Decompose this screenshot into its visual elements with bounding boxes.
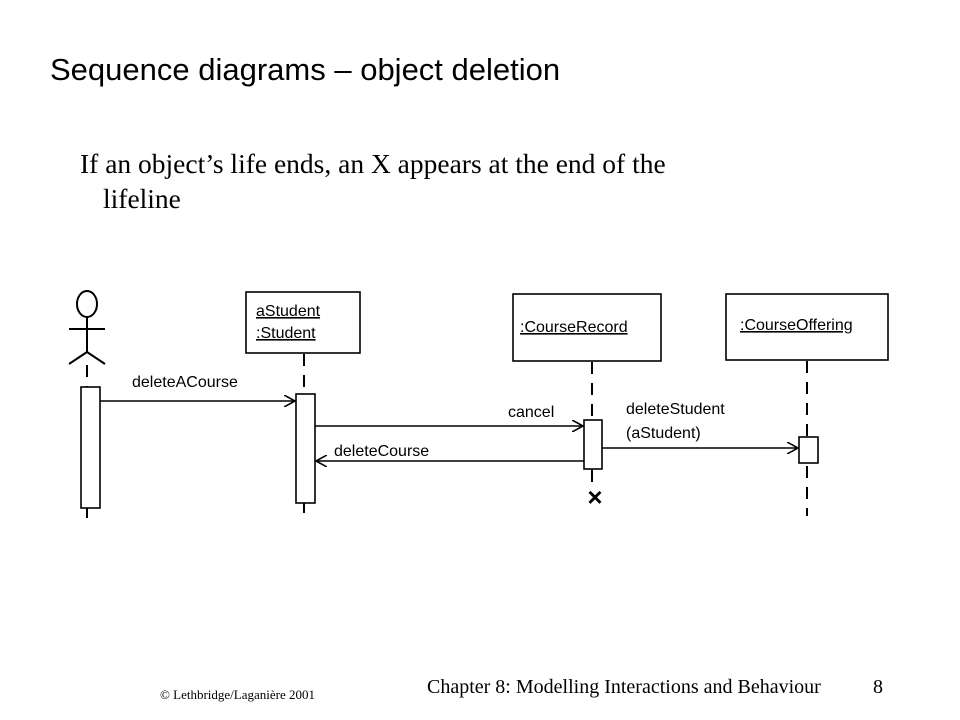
message-label-deletestudent-arg: (aStudent) bbox=[626, 425, 701, 442]
object-box-courserecord bbox=[512, 293, 662, 362]
footer-page-number: 8 bbox=[873, 676, 883, 698]
footer-copyright: © Lethbridge/Laganière 2001 bbox=[160, 687, 315, 702]
message-label-deletestudent: deleteStudent bbox=[626, 401, 725, 418]
object-label-courserecord: :CourseRecord bbox=[520, 319, 628, 336]
actor-head bbox=[76, 290, 98, 318]
message-label-cancel: cancel bbox=[508, 404, 554, 421]
object-label-astudent-class: :Student bbox=[256, 325, 316, 342]
activation-actor bbox=[80, 386, 101, 509]
bullet-line-1: If an object’s life ends, an X appears a… bbox=[80, 148, 666, 179]
message-label-deleteacourse: deleteACourse bbox=[132, 374, 238, 391]
object-label-courseoffering: :CourseOffering bbox=[740, 317, 853, 334]
object-box-courseoffering bbox=[725, 293, 889, 361]
message-label-deletecourse: deleteCourse bbox=[334, 443, 429, 460]
destruction-x-mark: × bbox=[587, 482, 602, 512]
slide-title: Sequence diagrams – object deletion bbox=[50, 52, 561, 87]
object-box-astudent bbox=[245, 291, 361, 354]
footer-chapter-title: Chapter 8: Modelling Interactions and Be… bbox=[427, 676, 821, 698]
activation-astudent bbox=[295, 393, 316, 504]
object-courseoffering: :CourseOffering bbox=[725, 293, 889, 361]
activation-courseoffering bbox=[798, 436, 819, 464]
object-label-astudent-name: aStudent bbox=[256, 303, 321, 320]
object-astudent: aStudent :Student bbox=[245, 291, 361, 354]
object-courserecord: :CourseRecord bbox=[512, 293, 662, 362]
bullet-line-2: lifeline bbox=[103, 183, 181, 214]
actor-left-leg bbox=[68, 351, 88, 365]
actor-stick-figure bbox=[68, 290, 106, 365]
activation-courserecord bbox=[583, 419, 603, 470]
actor-right-leg bbox=[86, 351, 106, 365]
bullet-text: If an object’s life ends, an X appears a… bbox=[80, 146, 832, 216]
